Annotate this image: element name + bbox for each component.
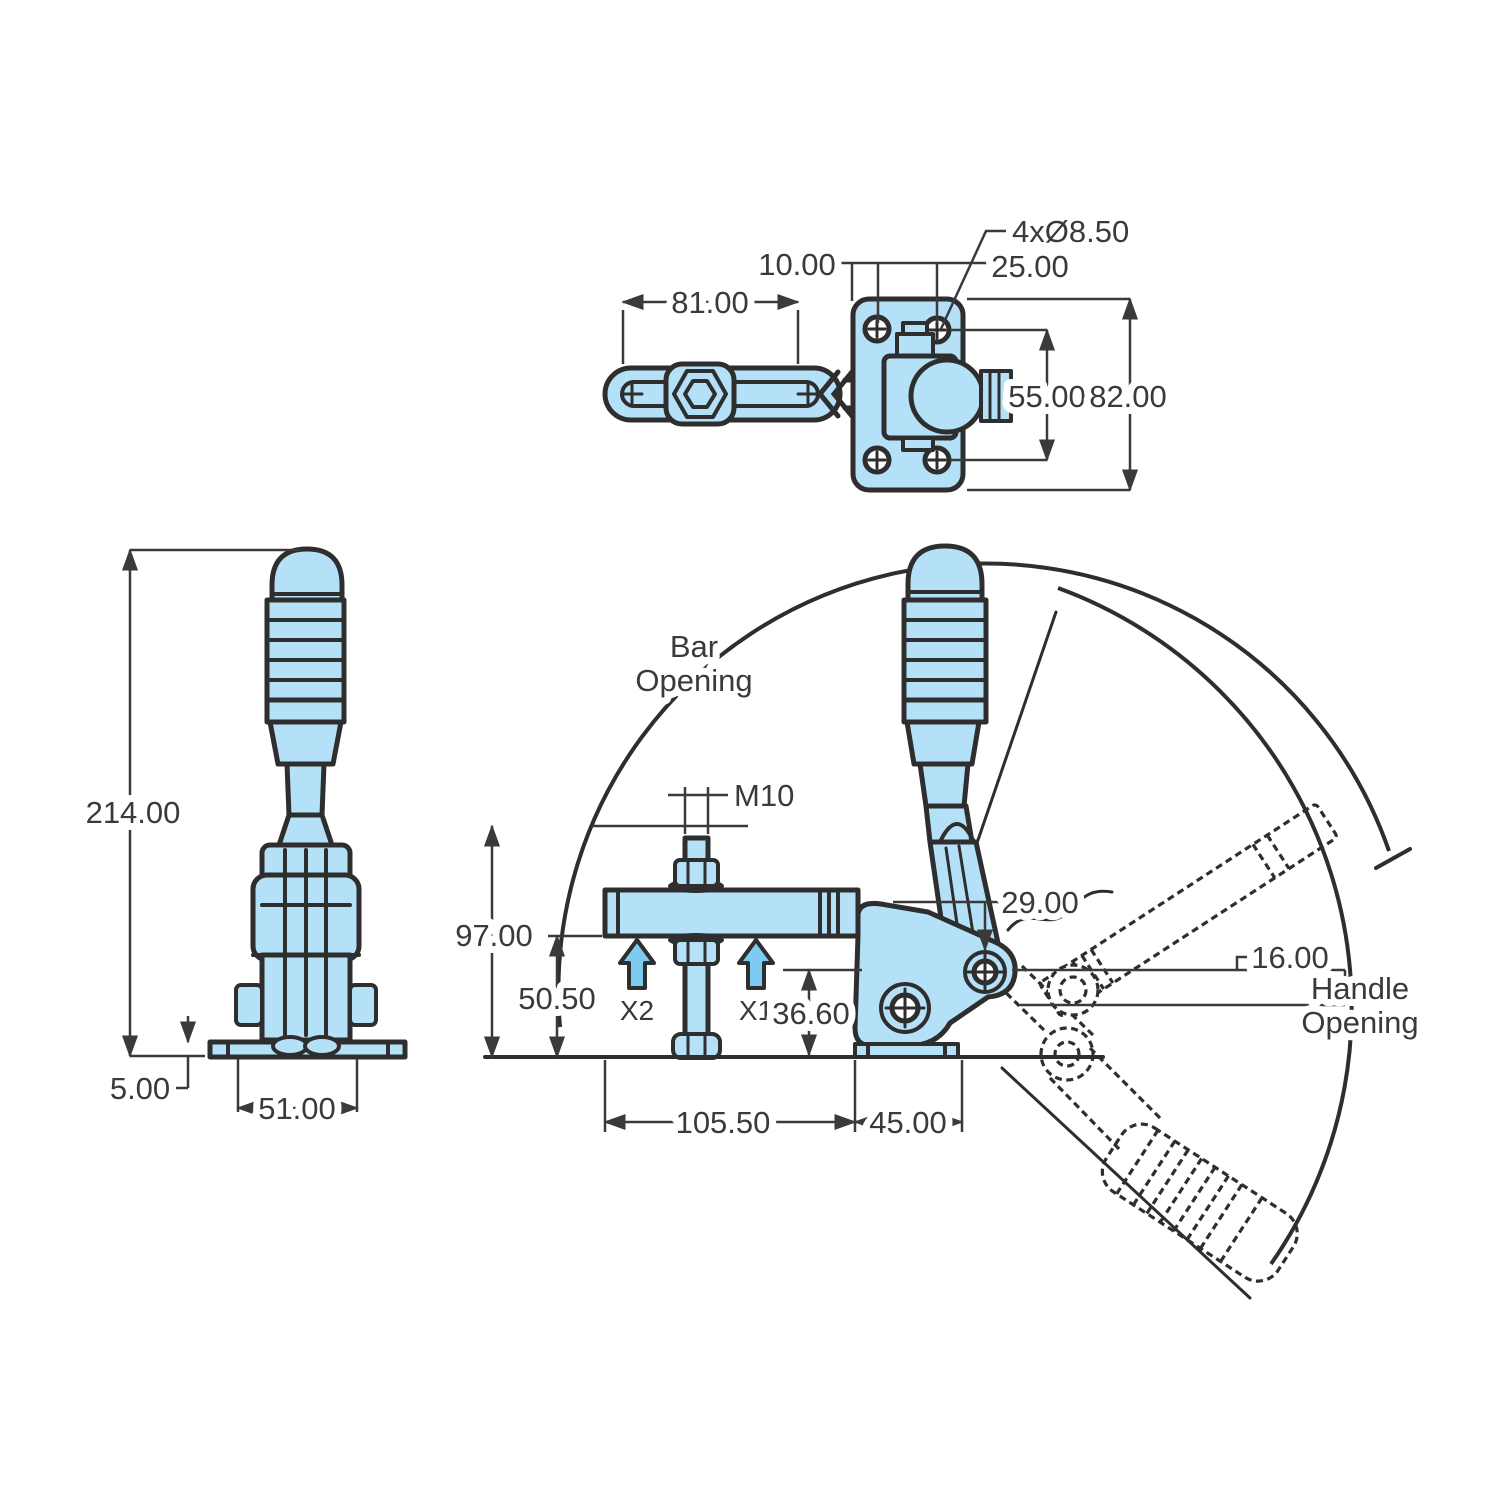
hex-nut-inner — [683, 379, 717, 409]
front-view: M10 97.00 50.50 X2 X1 29.00 36.60 16.00 … — [448, 543, 1426, 1300]
dim-10: 10.00 — [758, 247, 836, 282]
front-view-dimensions — [483, 787, 1347, 1132]
force-arrow-x2 — [618, 938, 656, 990]
side-foot — [271, 1035, 309, 1057]
spindle-nut-bottom — [671, 1032, 722, 1060]
spindle-nut-upper — [673, 858, 720, 888]
dim-55: 55.00 — [1008, 379, 1086, 414]
bar-open-sector-line — [962, 610, 1058, 883]
side-tab-right — [348, 983, 378, 1027]
dim-m10: M10 — [734, 778, 794, 813]
dim-45: 45.00 — [869, 1105, 947, 1140]
force-arrow-x1 — [737, 938, 775, 990]
side-grip-collar — [264, 697, 347, 725]
dim-81: 81.00 — [671, 285, 749, 320]
dim-82: 82.00 — [1089, 379, 1167, 414]
side-view-dimensions — [121, 548, 359, 1117]
lower-pivot — [879, 982, 931, 1034]
side-foot — [303, 1035, 341, 1057]
label-handle-opening-2: Opening — [1301, 1005, 1418, 1040]
side-handle-dome — [269, 546, 345, 603]
dim-29: 29.00 — [1001, 885, 1079, 920]
dim-214: 214.00 — [86, 795, 181, 830]
label-bar-opening-1: Bar — [670, 629, 718, 664]
side-handle-grip — [264, 597, 347, 703]
spindle-nut-lower — [673, 938, 720, 966]
arc-end-tick — [1374, 847, 1412, 870]
mounting-holes — [862, 314, 952, 475]
dim-16: 16.00 — [1251, 940, 1329, 975]
label-x1: X1 — [739, 995, 773, 1026]
dim-51: 51.00 — [258, 1091, 336, 1126]
dim-5: 5.00 — [110, 1071, 170, 1106]
phantom-bar-connector — [1006, 889, 1114, 932]
bar-swing-arc — [1057, 586, 1354, 1266]
top-pivot-boss — [908, 357, 986, 435]
handle-open-sector-line — [1000, 1066, 1252, 1300]
dim-50-5: 50.50 — [518, 981, 596, 1016]
handle-closed — [901, 543, 989, 845]
side-handle-shaft — [284, 761, 327, 818]
top-view: 81.00 10.00 25.00 4xØ8.50 55.00 82.00 — [602, 207, 1174, 493]
side-shaft-flare — [276, 812, 335, 848]
side-view: 214.00 5.00 51.00 — [79, 546, 408, 1133]
phantom-open-handle — [996, 963, 1299, 1283]
top-mech-tab — [901, 436, 935, 452]
bar-chevron — [816, 369, 841, 419]
top-view-dimensions — [621, 229, 1139, 492]
dim-105-5: 105.50 — [676, 1105, 771, 1140]
dim-97: 97.00 — [455, 918, 533, 953]
top-rib-block — [979, 369, 1013, 423]
upper-pivot — [963, 950, 1007, 994]
side-handle-taper — [267, 719, 344, 767]
side-tab-left — [234, 983, 264, 1027]
label-handle-opening-1: Handle — [1311, 971, 1409, 1006]
dim-25: 25.00 — [991, 249, 1069, 284]
slot-center-marks — [620, 382, 820, 406]
label-bar-opening-2: Opening — [635, 663, 752, 698]
handle-swing-arc — [556, 561, 1391, 1028]
hole-callout: 4xØ8.50 — [1012, 214, 1129, 249]
label-x2: X2 — [620, 995, 654, 1026]
dim-36-6: 36.60 — [772, 996, 850, 1031]
